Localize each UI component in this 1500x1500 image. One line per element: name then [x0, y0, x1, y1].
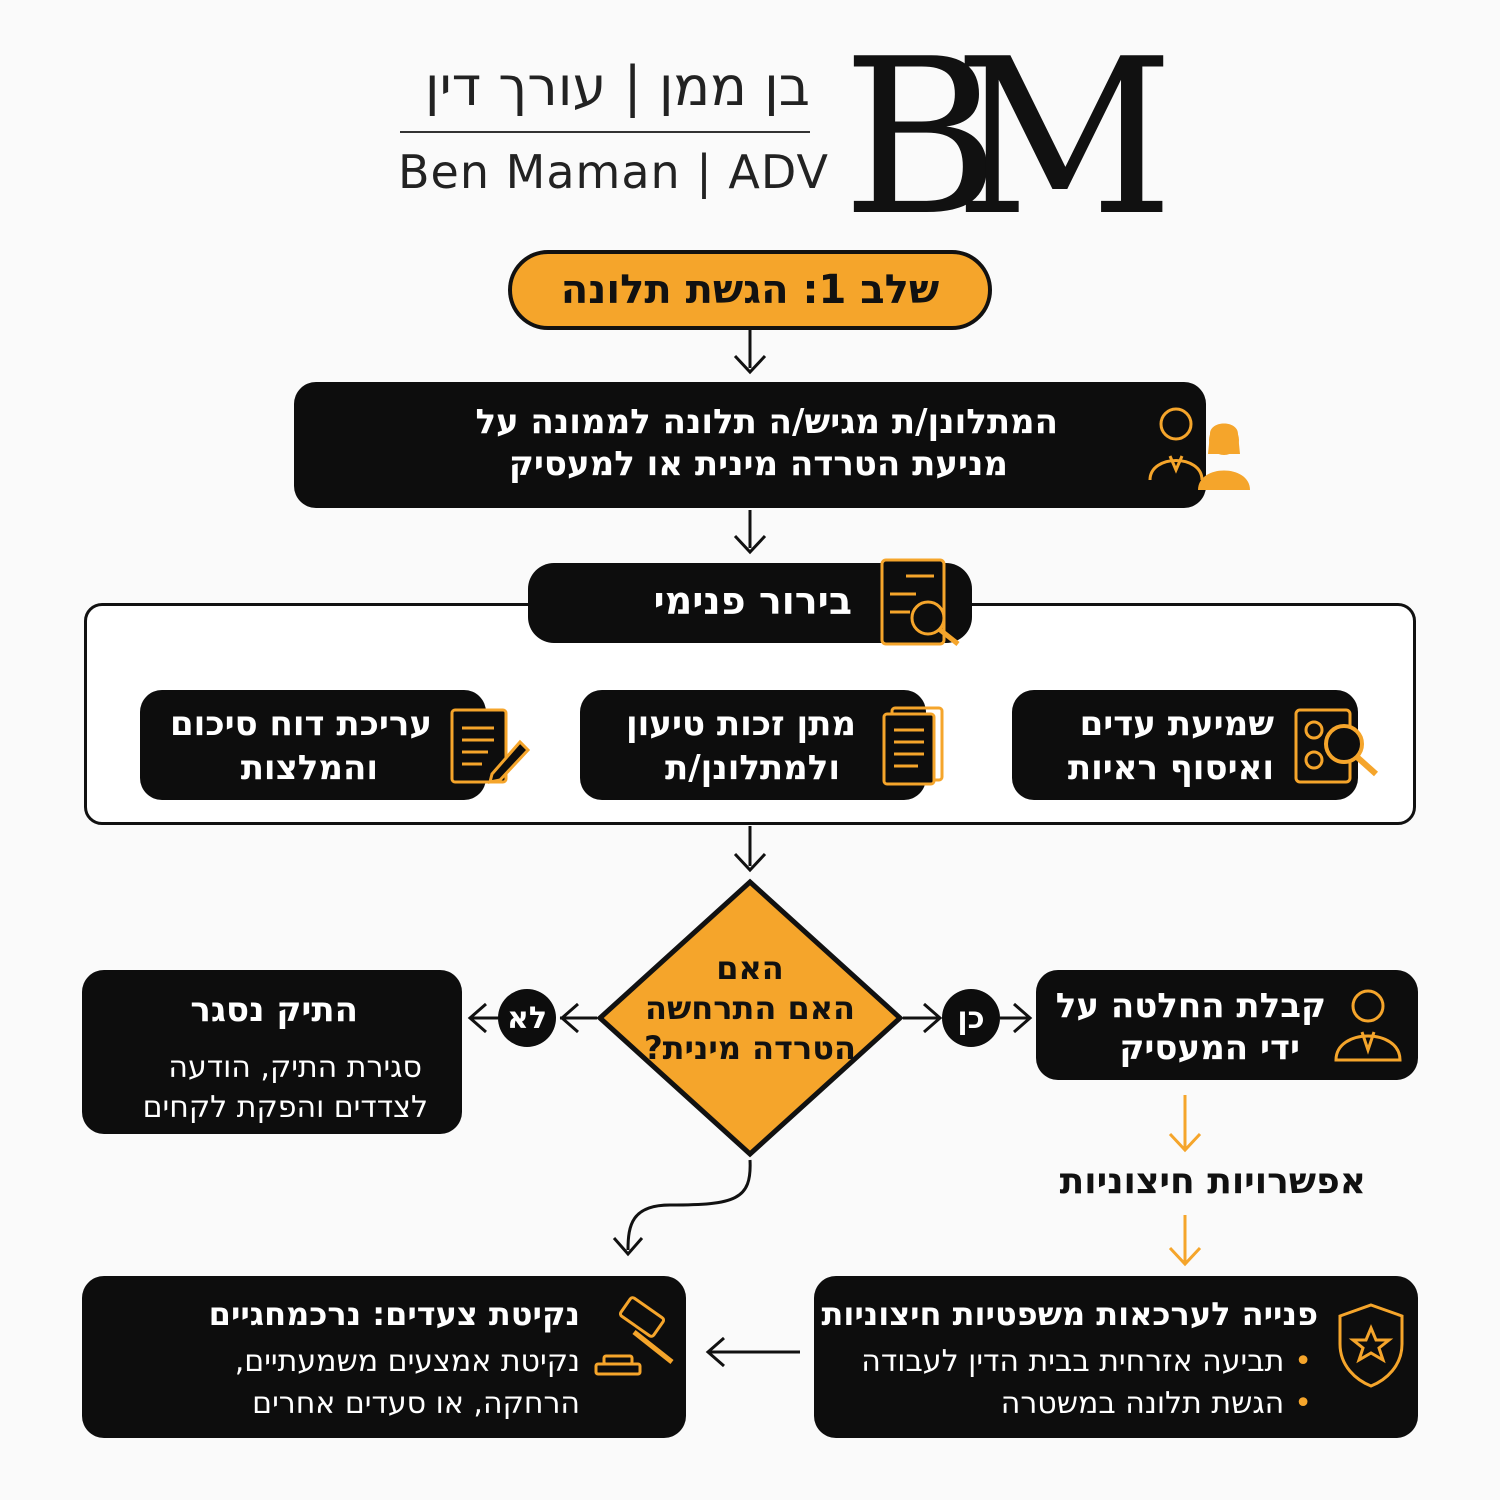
step-argue-line2: ולמתלונן/ת [664, 748, 840, 788]
measures-line2: הרחקה, או סעדים אחרים [252, 1386, 580, 1421]
measures-box: נקיטת צעדים: נרכמחגיים נקיטת אמצעים משמע… [82, 1276, 686, 1438]
documents-icon [882, 706, 944, 786]
logo-english-name: Ben Maman | ADV [398, 145, 829, 199]
external-courts-box: פנייה לערכאות משפטיות חיצוניות •תביעה אז… [814, 1276, 1418, 1438]
arrow-down-curve [612, 1237, 644, 1257]
case-closed-box: התיק נסגר סגירת התיק, הודעה לצדדים והפקת… [82, 970, 462, 1134]
arrow-right-1 [923, 1002, 943, 1034]
arrow-down-2 [733, 534, 767, 555]
arrow-left-bottom [705, 1336, 725, 1368]
bullet-dot-icon: • [1294, 1386, 1312, 1421]
step-report-line2: והמלצות [240, 748, 378, 788]
no-label: לא [498, 989, 556, 1047]
step-witnesses-line2: ואיסוף ראיות [1067, 748, 1274, 788]
arrow-down-3 [733, 852, 767, 873]
submit-complaint-box: המתלונן/ת מגיש/ה תלונה לממונה על מניעת ה… [294, 382, 1206, 508]
gavel-icon [594, 1296, 674, 1376]
arrow-left-2 [467, 1002, 487, 1034]
decision-line1: האם [716, 949, 784, 987]
case-closed-line1: סגירת התיק, הודעה [168, 1050, 422, 1085]
step-summary-report: עריכת דוח סיכום והמלצות [140, 690, 486, 800]
bullet-dot-icon: • [1294, 1344, 1312, 1379]
employer-line2: ידי המעסיק [1119, 1028, 1300, 1068]
step-right-to-argue: מתן זכות טיעון ולמתלונן/ת [580, 690, 926, 800]
external-bullet-1: •תביעה אזרחית בבית הדין לעבודה [861, 1344, 1312, 1379]
case-closed-title: התיק נסגר [190, 990, 358, 1030]
step-witnesses-line1: שמיעת עדים [1079, 704, 1274, 744]
report-writing-icon [450, 708, 531, 784]
decision-line2: האם התרחשה [644, 989, 856, 1027]
stage1-pill: שלב 1: הגשת תלונה [508, 250, 992, 330]
evidence-search-icon [1294, 708, 1379, 784]
complainant-people-icon [1148, 407, 1250, 490]
decision-line3: הטרדה מינית? [644, 1029, 856, 1067]
measures-line1: נקיטת אמצעים משמעתיים, [234, 1344, 580, 1379]
employer-decision-box: קבלת החלטה על ידי המעסיק [1036, 970, 1418, 1080]
external-options-label: אפשרויות חיצוניות [1059, 1161, 1366, 1202]
external-bullet-2: •הגשת תלונה במשטרה [1000, 1386, 1312, 1421]
logo-divider [400, 131, 810, 133]
decision-text: האם האם התרחשה הטרדה מינית? [620, 948, 880, 1068]
arrow-left-1 [559, 1002, 579, 1034]
employer-line1: קבלת החלטה על [1055, 986, 1326, 1026]
arrow-right-2 [1013, 1002, 1033, 1034]
yes-label: כן [942, 989, 1000, 1047]
submit-line1: המתלונן/ת מגיש/ה תלונה לממונה על [475, 402, 1058, 442]
arrow-down-1 [733, 354, 767, 375]
employer-person-icon [1334, 989, 1402, 1062]
investigation-label: בירור פנימי [653, 579, 852, 623]
decision-diamond [596, 878, 904, 1158]
external-courts-title: פנייה לערכאות משפטיות חיצוניות [821, 1295, 1318, 1333]
police-badge-icon [1338, 1303, 1404, 1388]
step-argue-line1: מתן זכות טיעון [625, 704, 856, 744]
logo-hebrew-name: בן ממן | עורך דין [424, 55, 810, 118]
arrow-orange-2 [1168, 1246, 1202, 1267]
measures-title: נקיטת צעדים: נרכמחגיים [208, 1295, 580, 1333]
submit-line2: מניעת הטרדה מינית או למעסיק [508, 444, 1008, 484]
arrow-orange-1 [1168, 1132, 1202, 1153]
document-search-icon [880, 558, 960, 646]
case-closed-line2: לצדדים והפקת לקחים [142, 1090, 428, 1125]
step-report-line1: עריכת דוח סיכום [169, 704, 432, 744]
